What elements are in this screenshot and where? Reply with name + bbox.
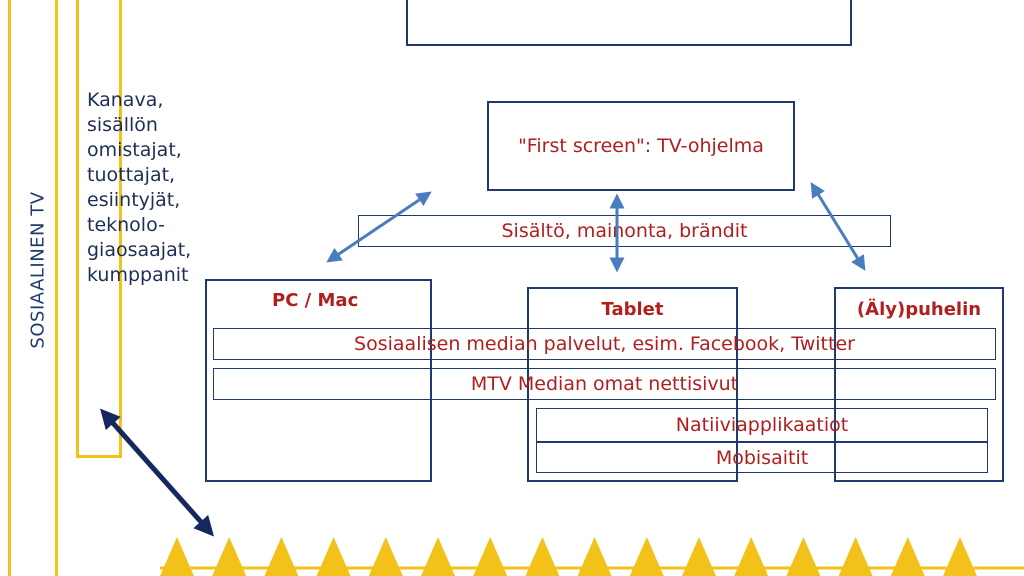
stakeholder-line: sisällön	[87, 114, 158, 136]
audience-triangle	[786, 537, 821, 576]
audience-triangle	[943, 537, 977, 576]
stakeholder-frame	[76, 0, 122, 458]
audience-triangle	[838, 537, 873, 576]
pc-device-box: PC / Mac	[205, 279, 432, 482]
mtv-sites-label: MTV Median omat nettisivut	[470, 373, 739, 395]
audience-triangle	[421, 537, 455, 576]
stakeholder-line: giaosaajat,	[87, 239, 192, 261]
top-box	[406, 0, 852, 46]
audience-triangle	[368, 537, 403, 576]
phone-device-box: (Äly)puhelin	[834, 287, 1004, 482]
mobile-sites-band: Mobisaitit	[536, 442, 988, 473]
phone-label: (Äly)puhelin	[856, 299, 982, 320]
audience-triangle	[577, 537, 612, 576]
audience-triangle	[473, 537, 508, 576]
first-screen-label: "First screen": TV-ohjelma	[518, 135, 764, 157]
stakeholder-line: teknolo-	[87, 214, 165, 236]
arrow-phone-firstscreen	[810, 182, 866, 271]
audience-triangle	[890, 537, 925, 576]
stakeholder-line: Kanava,	[87, 89, 164, 111]
pc-label: PC / Mac	[272, 290, 359, 311]
first-screen-box: "First screen": TV-ohjelma	[487, 101, 795, 191]
stakeholder-line: kumppanit	[87, 264, 189, 286]
audience-triangle	[316, 537, 351, 576]
native-apps-label: Natiiviapplikaatiot	[675, 414, 849, 436]
arrow-pc-firstscreen	[326, 191, 432, 263]
audience-triangle	[264, 537, 299, 576]
arrow-audience-stakeholders	[100, 408, 214, 537]
audience-triangle	[212, 537, 247, 576]
mtv-sites-band: MTV Median omat nettisivut	[213, 368, 996, 400]
yellow-border-inner	[55, 0, 58, 576]
social-media-band: Sosiaalisen median palvelut, esim. Faceb…	[213, 328, 996, 360]
yellow-border-left	[8, 0, 11, 576]
tablet-device-box: Tablet	[527, 287, 738, 482]
tablet-label: Tablet	[601, 299, 664, 320]
stakeholder-list: Kanava, sisällön omistajat, tuottajat, e…	[87, 88, 207, 288]
social-media-label: Sosiaalisen median palvelut, esim. Faceb…	[354, 333, 855, 355]
stakeholder-line: tuottajat,	[87, 164, 176, 186]
stakeholder-line: omistajat,	[87, 139, 182, 161]
native-apps-band: Natiiviapplikaatiot	[536, 408, 988, 442]
mobile-sites-label: Mobisaitit	[715, 446, 809, 469]
audience-triangle	[682, 537, 716, 576]
audience-triangle	[629, 537, 664, 576]
audience-triangle	[525, 537, 560, 576]
audience-triangles	[160, 537, 977, 576]
stakeholder-line: esiintyjät,	[87, 189, 181, 211]
audience-triangle	[734, 537, 769, 576]
audience-triangle	[160, 537, 194, 576]
